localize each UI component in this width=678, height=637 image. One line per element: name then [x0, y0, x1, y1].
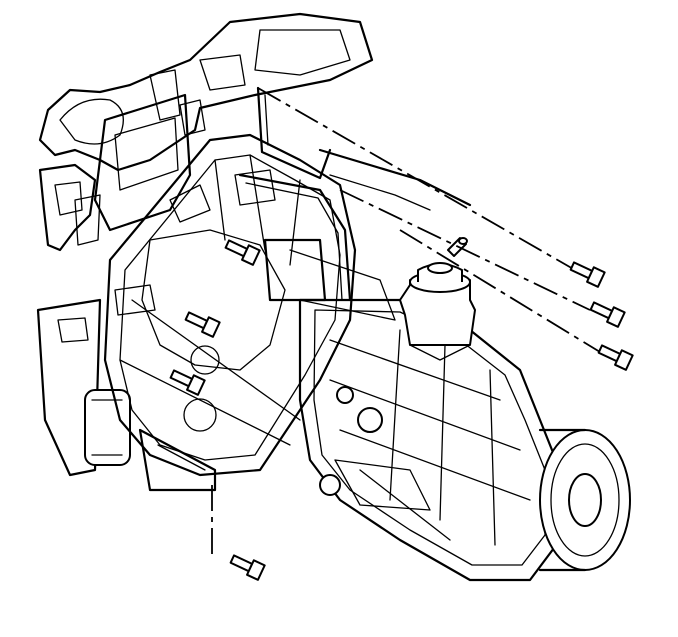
bellhousing [103, 133, 357, 477]
shift-linkage [238, 173, 396, 321]
bolt-icon [169, 239, 634, 581]
mount-detail [138, 428, 217, 492]
shift-tower [399, 237, 476, 361]
output-flange [538, 428, 631, 572]
oil-filter [84, 389, 131, 466]
engine-block [36, 12, 374, 477]
transmission-case [298, 298, 562, 582]
alignment-lines [211, 87, 601, 555]
